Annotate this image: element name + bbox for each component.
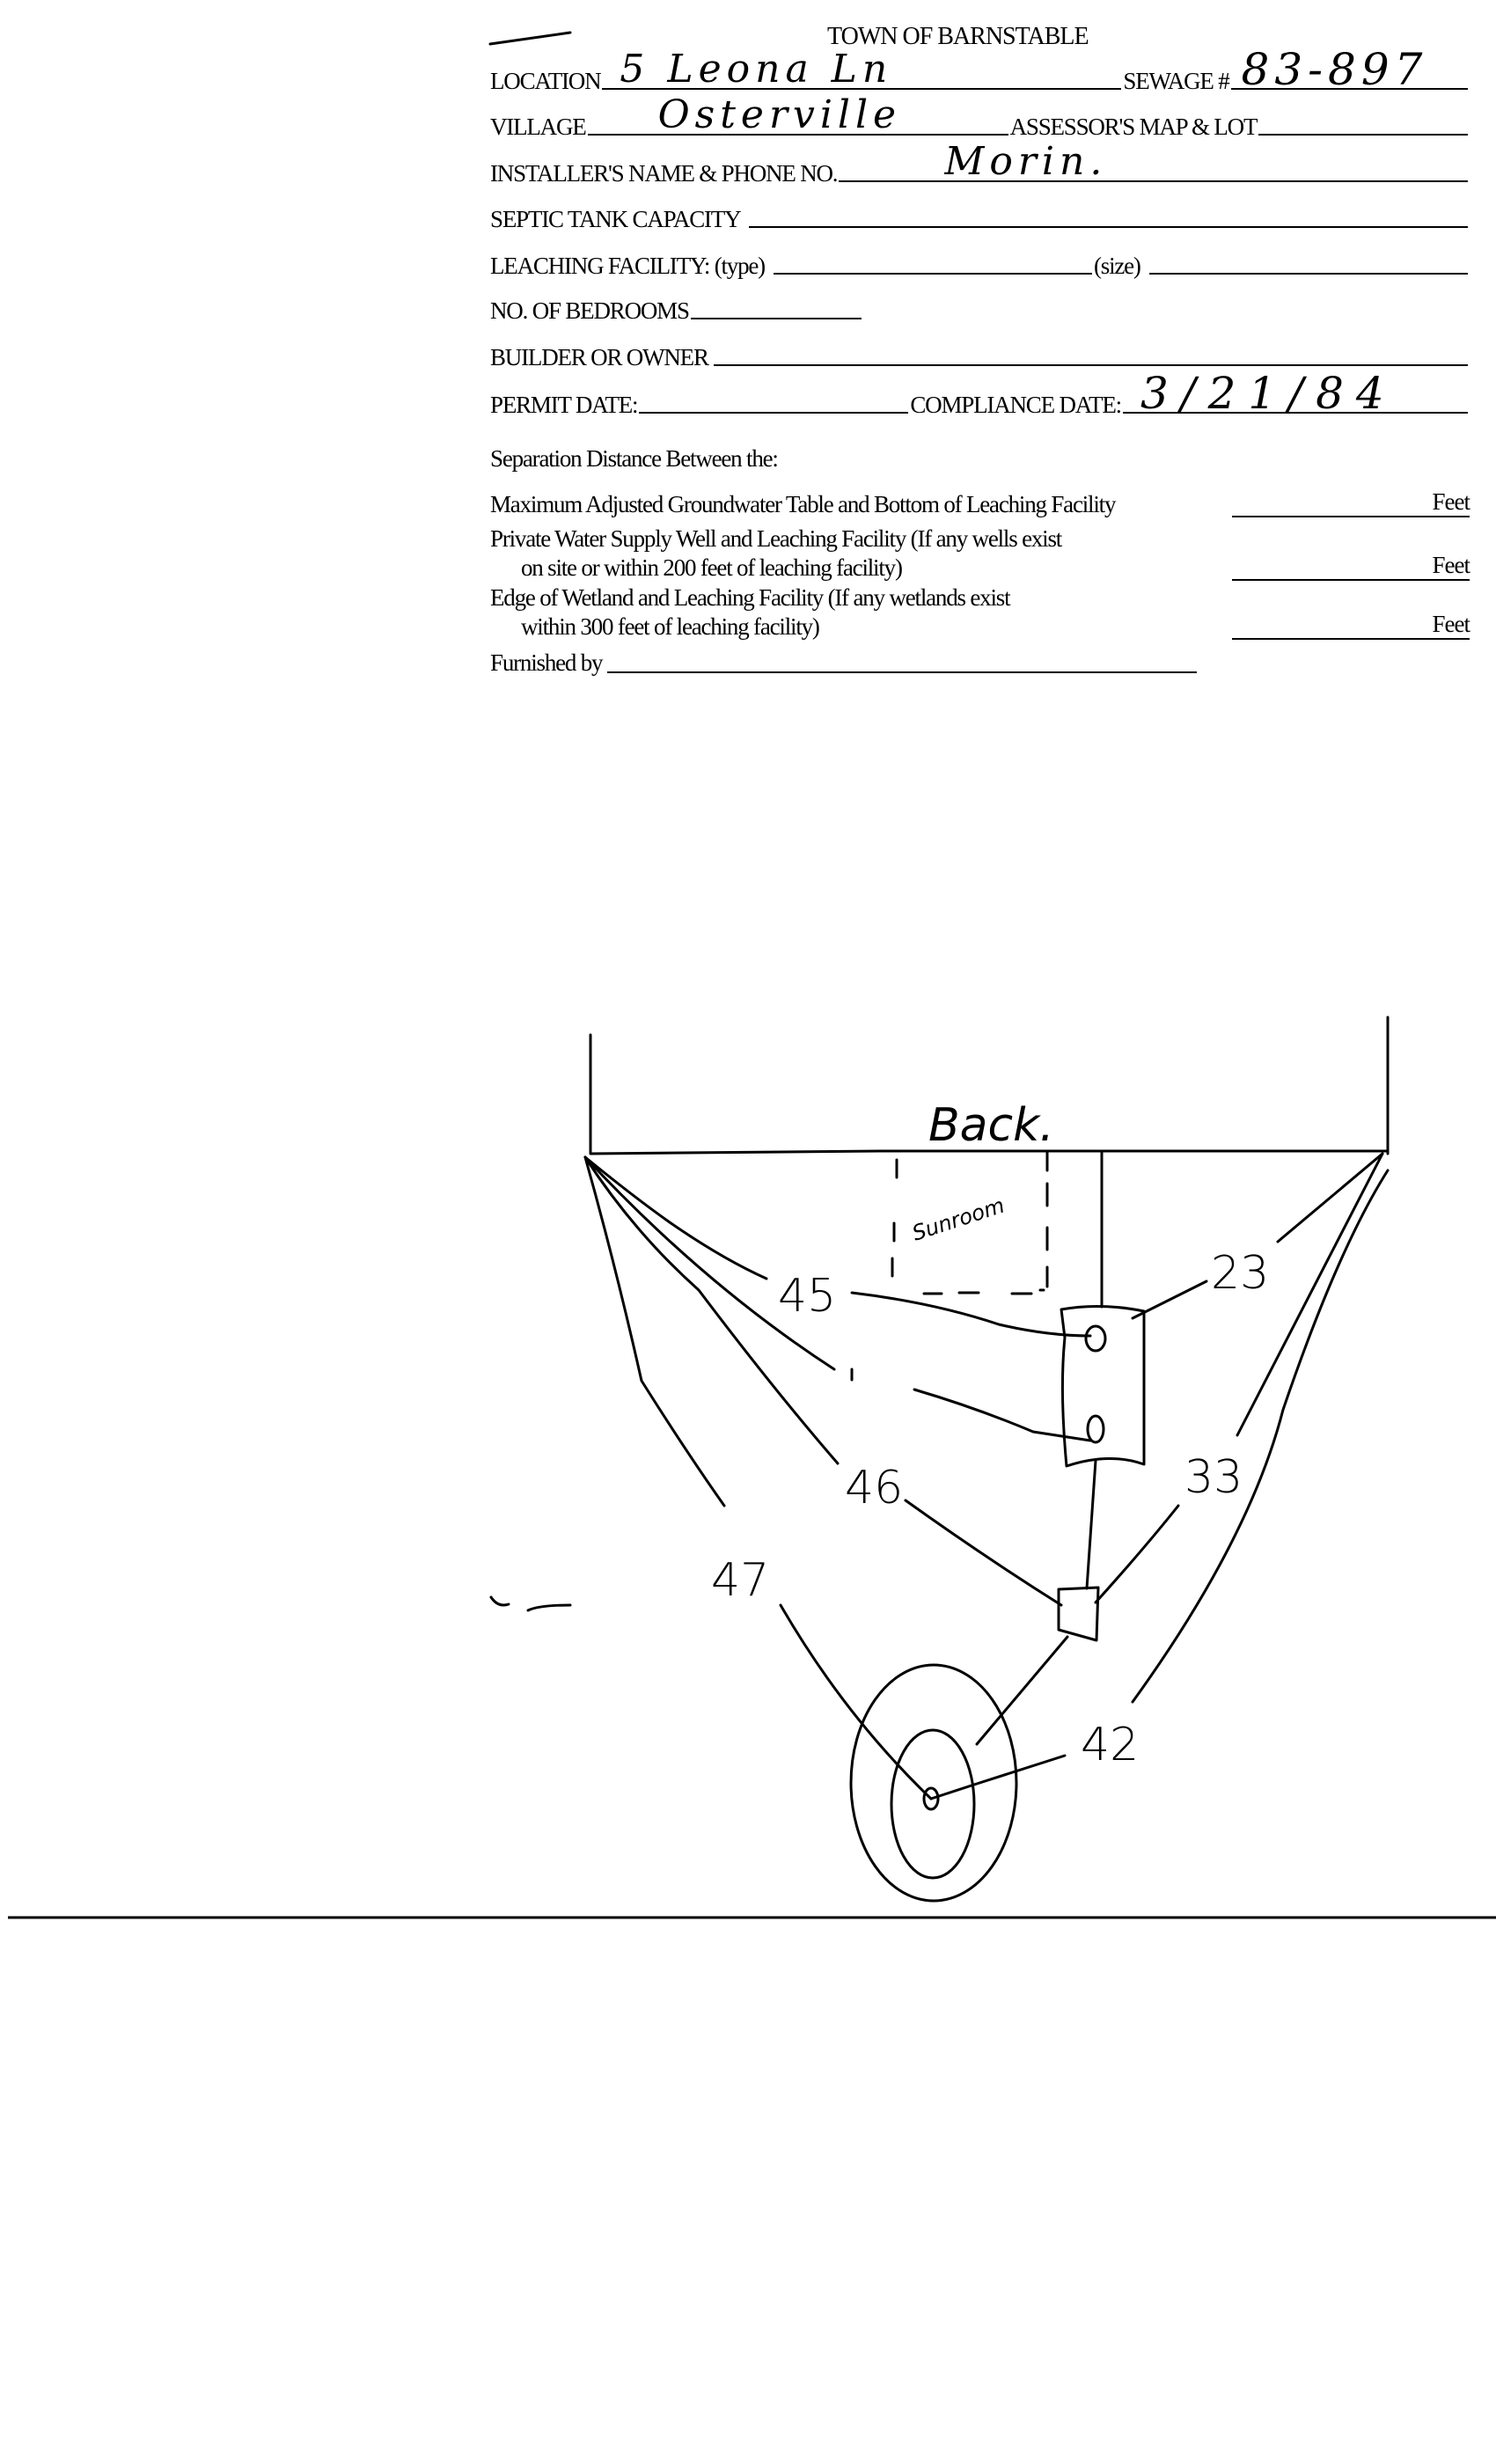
permit-row: PERMIT DATE: COMPLIANCE DATE: 3/21/84 (490, 371, 1470, 418)
septic-row: SEPTIC TANK CAPACITY (490, 202, 1470, 231)
feet-unit: Feet (1432, 611, 1470, 637)
tank-outlet-marker (1086, 1414, 1105, 1444)
separation-item-wetland: Edge of Wetland and Leaching Facility (I… (490, 584, 1011, 611)
distance-23: 23 (1211, 1247, 1269, 1300)
stray-mark (488, 31, 572, 46)
installer-row: INSTALLER'S NAME & PHONE NO. Morin. (490, 142, 1470, 187)
leaching-size-field[interactable] (1148, 248, 1468, 275)
separation-item-groundwater: Maximum Adjusted Groundwater Table and B… (490, 491, 1116, 517)
tie-line-23 (1131, 1152, 1384, 1320)
furnished-field[interactable] (607, 649, 1198, 673)
bedrooms-label: NO. OF BEDROOMS (490, 297, 690, 324)
location-value: 5 Leona Ln (620, 47, 893, 92)
builder-field[interactable] (713, 340, 1468, 366)
distance-45: 45 (778, 1270, 836, 1323)
bedrooms-field[interactable] (690, 293, 862, 319)
distance-46: 46 (845, 1462, 903, 1514)
compliance-label: COMPLIANCE DATE: (910, 392, 1122, 418)
separation-item-well: Private Water Supply Well and Leaching F… (490, 525, 1062, 552)
village-field[interactable]: Osterville (587, 95, 1008, 136)
stray-mark (489, 1595, 572, 1612)
tie-line-outlet (583, 1155, 1092, 1442)
installer-value: Morin. (944, 139, 1108, 184)
builder-row: BUILDER OR OWNER (490, 340, 1470, 370)
leaching-label: LEACHING FACILITY: (type) (490, 253, 766, 279)
furnished-row: Furnished by (490, 649, 1198, 676)
size-label: (size) (1093, 253, 1141, 279)
separation-item-wetland-cont: within 300 feet of leaching facility) (521, 613, 820, 640)
tie-line-46 (583, 1155, 1063, 1607)
compliance-value: 3/21/84 (1140, 368, 1397, 419)
feet-unit: Feet (1432, 552, 1470, 578)
septic-tank (1060, 1304, 1146, 1468)
village-row: VILLAGE Osterville ASSESSOR'S MAP & LOT (490, 95, 1470, 140)
feet-unit: Feet (1432, 488, 1470, 515)
distribution-box (1057, 1586, 1100, 1642)
separation-heading: Separation Distance Between the: (490, 445, 779, 472)
house-outline (589, 1016, 1390, 1155)
leaching-type-field[interactable] (773, 248, 1092, 275)
assessor-label: ASSESSOR'S MAP & LOT (1009, 114, 1258, 140)
tie-line-45a (583, 1155, 768, 1280)
separation-item-well-cont: on site or within 200 feet of leaching f… (521, 554, 903, 581)
pipe-tank-to-dbox (1085, 1459, 1097, 1590)
septic-field[interactable] (749, 202, 1468, 228)
location-label: LOCATION (490, 68, 602, 94)
distance-42: 42 (1081, 1719, 1139, 1771)
sunroom-dashed-outline (891, 1151, 1049, 1295)
furnished-label: Furnished by (490, 649, 604, 676)
tie-line-45b (850, 1291, 1092, 1338)
well-feet-field[interactable]: Feet (1232, 552, 1470, 581)
leaching-row: LEACHING FACILITY: (type) (size) (490, 248, 1470, 278)
back-label: Back. (928, 1099, 1054, 1152)
wetland-feet-field[interactable]: Feet (1232, 611, 1470, 640)
permit-label: PERMIT DATE: (490, 392, 639, 418)
sewage-value: 83-897 (1241, 44, 1428, 95)
assessor-field[interactable] (1258, 109, 1468, 136)
tie-line-47 (583, 1155, 933, 1800)
septic-label: SEPTIC TANK CAPACITY (490, 206, 742, 232)
permit-date-field[interactable] (639, 387, 909, 414)
village-value: Osterville (657, 92, 902, 137)
installer-label: INSTALLER'S NAME & PHONE NO. (490, 160, 839, 187)
tank-inlet-marker (1084, 1324, 1107, 1353)
leaching-outer-ring (849, 1663, 1018, 1903)
bedrooms-row: NO. OF BEDROOMS (490, 293, 1470, 323)
leaching-center-marker (922, 1786, 940, 1811)
sunroom-label: Sunroom (909, 1193, 1008, 1246)
pipe-dbox-to-leach (975, 1635, 1069, 1746)
distance-33: 33 (1184, 1451, 1243, 1504)
location-row: LOCATION 5 Leona Ln SEWAGE # 83-897 (490, 48, 1470, 94)
form-title: TOWN OF BARNSTABLE (827, 23, 1089, 50)
builder-label: BUILDER OR OWNER (490, 344, 709, 370)
location-field[interactable]: 5 Leona Ln (602, 49, 1122, 90)
tie-line-42 (929, 1169, 1390, 1800)
sewage-field[interactable]: 83-897 (1230, 48, 1468, 92)
compliance-date-field[interactable]: 3/21/84 (1122, 371, 1468, 415)
tie-line-33 (1094, 1152, 1384, 1604)
sewage-label: SEWAGE # (1123, 68, 1229, 94)
village-label: VILLAGE (490, 114, 587, 140)
installer-field[interactable]: Morin. (839, 142, 1468, 182)
groundwater-feet-field[interactable]: Feet (1232, 488, 1470, 517)
distance-47: 47 (711, 1554, 769, 1607)
leaching-inner-ring (890, 1728, 976, 1880)
